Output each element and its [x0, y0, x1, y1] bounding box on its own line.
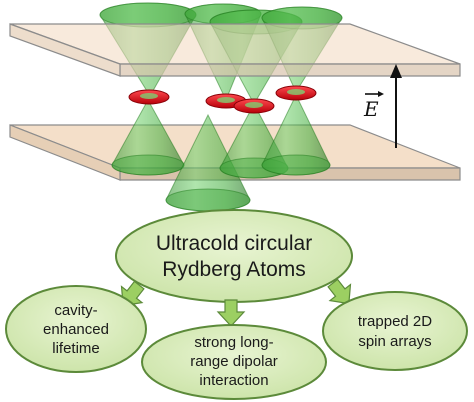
bubble-center-line-1: strong long- — [194, 334, 273, 351]
bubble-left-line-1: cavity- — [54, 302, 97, 319]
bubble-right-line-1: trapped 2D — [358, 313, 432, 330]
bubble-dipolar-interaction: strong long- range dipolar interaction — [141, 324, 327, 400]
lower-beam-cones — [111, 93, 331, 212]
atom-ring-3 — [233, 98, 275, 114]
bubble-spin-arrays: trapped 2D spin arrays — [322, 291, 468, 371]
arrow-to-right — [327, 278, 352, 305]
main-bubble-line-2: Rydberg Atoms — [162, 258, 306, 281]
top-mirror-plate — [9, 23, 461, 77]
main-bubble-line-1: Ultracold circular — [156, 232, 312, 255]
electric-field-arrow: E — [363, 64, 402, 148]
atom-ring-4 — [275, 85, 317, 101]
bubble-left-line-3: lifetime — [52, 340, 100, 357]
field-label: E — [363, 97, 379, 121]
vector-arrowhead — [378, 91, 384, 97]
rydberg-atom-rings — [128, 85, 317, 114]
bubble-center-line-2: range dipolar — [190, 353, 278, 370]
atom-ring-1 — [128, 89, 170, 105]
bubble-left-line-2: enhanced — [43, 321, 109, 338]
main-bubble: Ultracold circular Rydberg Atoms — [115, 209, 353, 303]
bubble-center-line-3: interaction — [199, 372, 268, 389]
bubble-cavity-lifetime: cavity- enhanced lifetime — [5, 285, 147, 373]
bubble-right-line-2: spin arrays — [358, 333, 431, 350]
arrow-to-center — [216, 299, 246, 327]
